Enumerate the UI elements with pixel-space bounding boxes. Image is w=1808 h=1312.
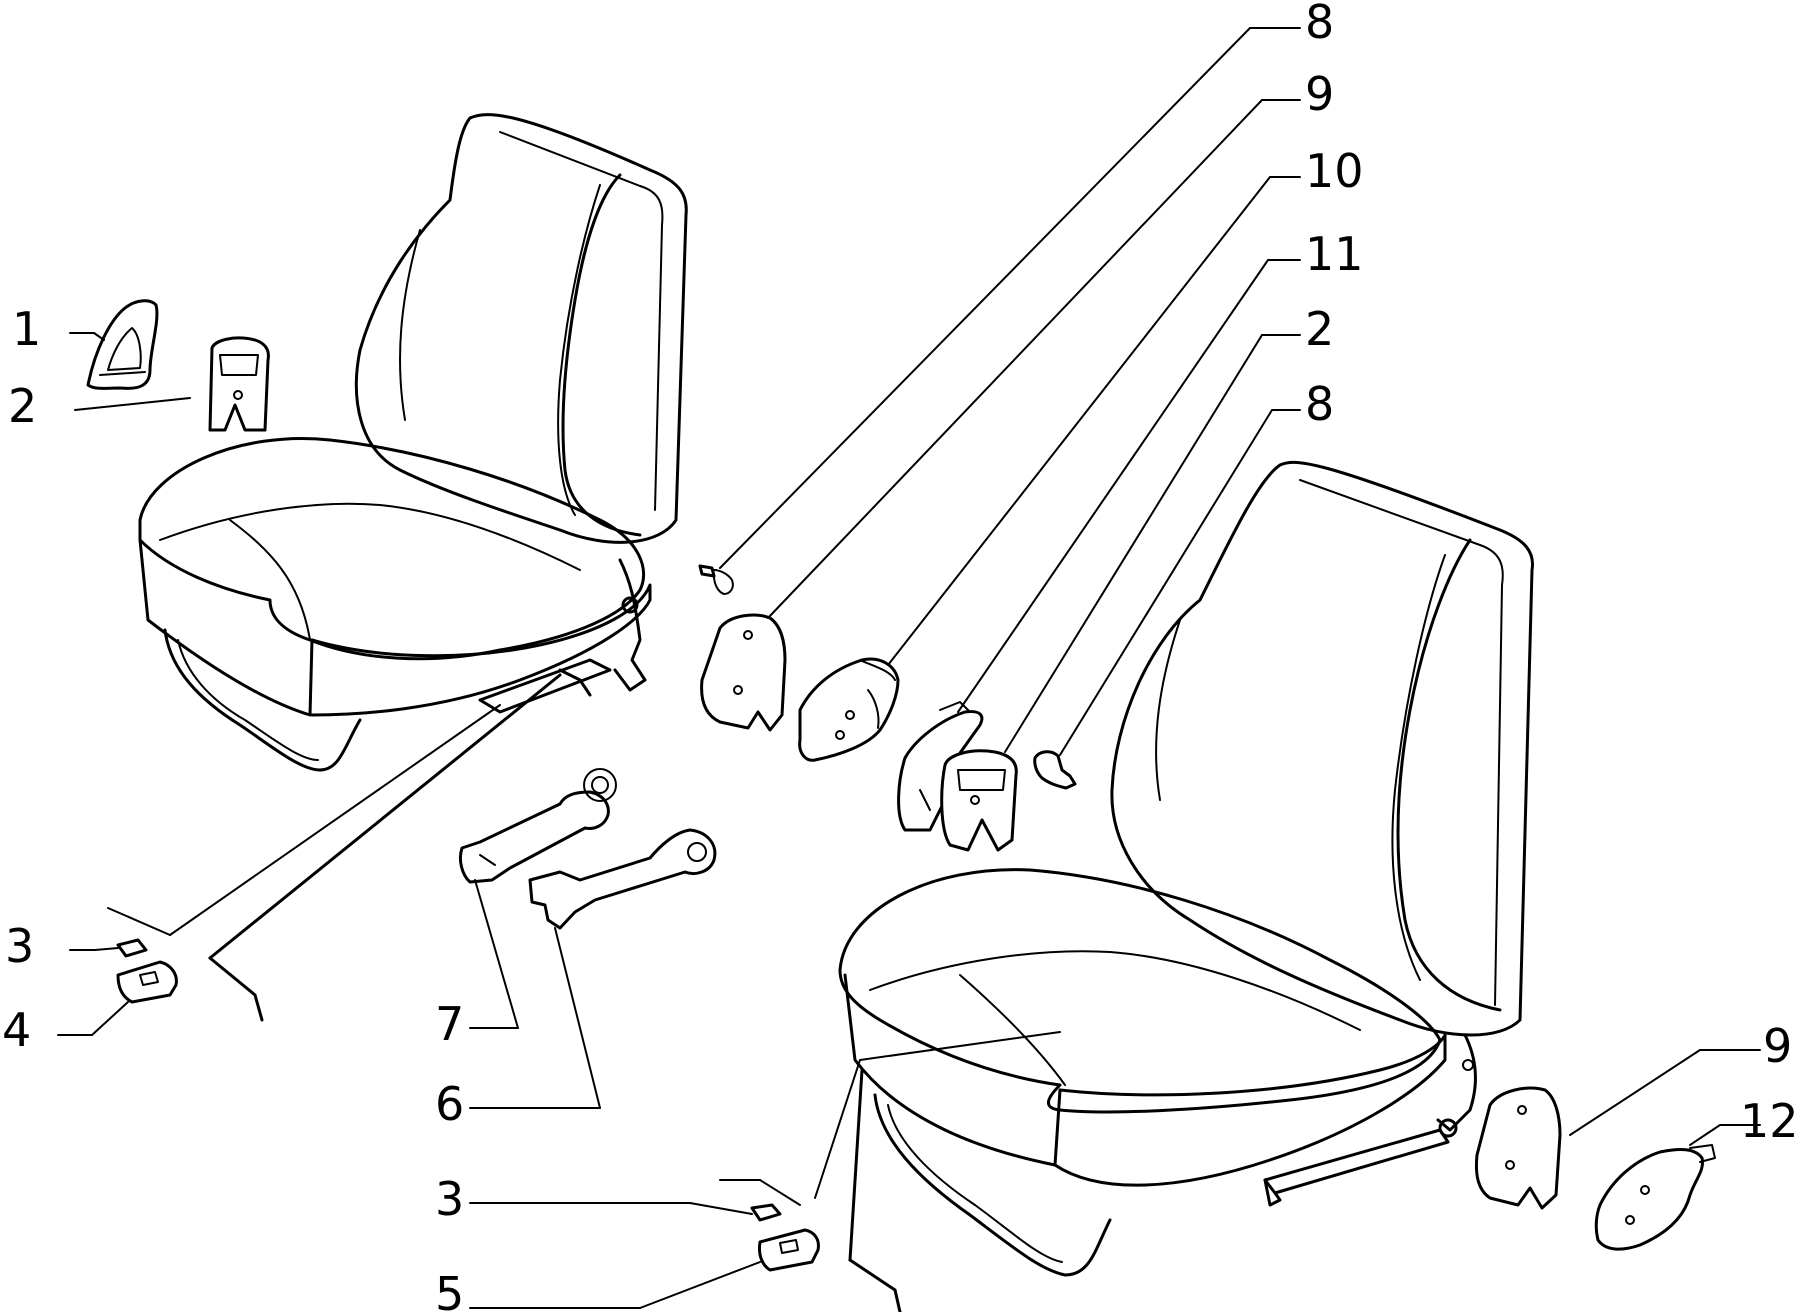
- right-leaders: [719, 27, 1761, 1146]
- part-12-lever: [1594, 1144, 1716, 1251]
- callout-4: 4: [2, 1003, 31, 1057]
- right-seat: [838, 460, 1535, 1277]
- part-10-lever: [798, 657, 900, 762]
- callout-7: 7: [435, 997, 464, 1051]
- part-9-plate-mid: [700, 613, 787, 732]
- part-6-arm: [528, 828, 717, 930]
- callout-3-mid: 3: [435, 1172, 464, 1226]
- part-2-cover: [208, 336, 270, 432]
- callout-2-left: 2: [8, 379, 37, 433]
- part-3-clip-left: [116, 938, 148, 958]
- callout-8-top: 8: [1305, 0, 1334, 49]
- part-9-plate-right: [1474, 1086, 1562, 1210]
- part-8-screw-top: [698, 564, 734, 595]
- part-8-screw-lower: [1033, 750, 1077, 790]
- part-2-cover-right: [940, 749, 1018, 852]
- callout-12: 12: [1740, 1094, 1799, 1148]
- callout-1: 1: [12, 302, 41, 356]
- mid-leaders: [469, 879, 1061, 1312]
- callout-3-left: 3: [5, 919, 34, 973]
- part-11-bracket: [897, 701, 984, 832]
- part-4-cap-left: [116, 960, 178, 1004]
- callout-5: 5: [435, 1267, 464, 1312]
- part-5-cap: [758, 1228, 820, 1272]
- part-3-clip-mid: [750, 1203, 782, 1222]
- part-1-handle: [86, 299, 159, 390]
- callout-10: 10: [1305, 144, 1364, 198]
- left-leaders: [57, 332, 562, 1036]
- callout-8-lower: 8: [1305, 377, 1334, 431]
- callout-2-right: 2: [1305, 302, 1334, 356]
- callout-9-top: 9: [1305, 67, 1334, 121]
- part-7-arm: [458, 768, 617, 884]
- callout-11: 11: [1305, 227, 1364, 281]
- callout-9-lower: 9: [1763, 1019, 1792, 1073]
- left-seat: [138, 113, 688, 772]
- callout-6: 6: [435, 1077, 464, 1131]
